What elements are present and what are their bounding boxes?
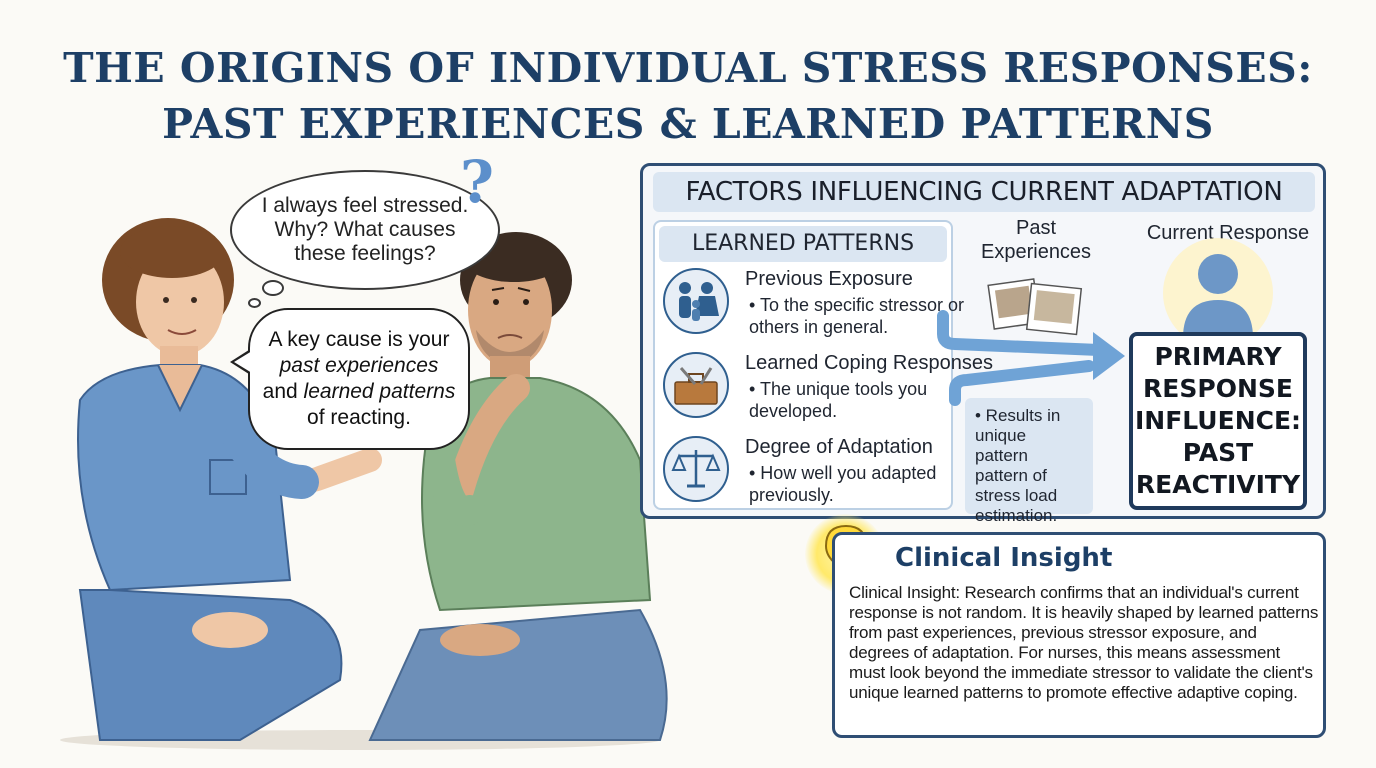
clinical-insight-title: Clinical Insight	[895, 543, 1113, 573]
lp-desc-previous-exposure: • To the specific stressor or others in …	[749, 295, 965, 337]
speech-italic-past-experiences: past experiences	[279, 354, 439, 377]
illustration-scene: I always feel stressed. Why? What causes…	[40, 148, 680, 750]
thought-bubble: I always feel stressed. Why? What causes…	[230, 170, 500, 290]
scales-icon	[663, 436, 729, 502]
results-box: • Results in unique pattern pattern of s…	[965, 398, 1093, 525]
lp-title-previous-exposure: Previous Exposure	[745, 268, 913, 290]
speech-text-2: and	[262, 380, 304, 403]
lp-title-learned-coping: Learned Coping Responses	[745, 352, 993, 374]
lp-desc-learned-coping: • The unique tools you developed.	[749, 379, 928, 421]
patient-face	[468, 252, 552, 368]
speech-text-3: of reacting.	[307, 406, 411, 429]
speech-text-1: A key cause is your	[268, 328, 450, 351]
learned-patterns-box: LEARNED PATTERNS Previous Exposure • To …	[653, 220, 993, 510]
lp-desc-degree-adaptation: • How well you adapted previously.	[749, 463, 937, 505]
factors-header: FACTORS INFLUENCING CURRENT ADAPTATION	[653, 172, 1315, 212]
patient-hand-on-neck	[446, 374, 530, 504]
patient-figure	[368, 232, 668, 741]
speech-italic-learned-patterns: learned patterns	[303, 380, 456, 403]
speech-bubble-tail-inner	[234, 351, 252, 373]
past-experiences-label: Past Experiences	[981, 217, 1092, 263]
current-response-label: Current Response	[1146, 222, 1310, 244]
clinical-insight-body: Clinical Insight: Research confirms that…	[849, 583, 1319, 702]
title-line-1: THE ORIGINS OF INDIVIDUAL STRESS RESPONS…	[63, 44, 1313, 92]
clinical-insight-box: Clinical Insight Clinical Insight: Resea…	[832, 532, 1326, 738]
lp-title-degree-adaptation: Degree of Adaptation	[745, 436, 933, 458]
family-icon	[663, 268, 729, 334]
page-title: THE ORIGINS OF INDIVIDUAL STRESS RESPONS…	[0, 40, 1376, 152]
thought-dot-small	[248, 298, 261, 308]
primary-response-box: PRIMARY RESPONSE INFLUENCE: PAST REACTIV…	[1129, 332, 1307, 510]
toolbox-icon	[663, 352, 729, 418]
factors-panel: FACTORS INFLUENCING CURRENT ADAPTATION L…	[640, 163, 1326, 525]
question-mark-icon: ?	[460, 148, 494, 216]
thought-dot-large	[262, 280, 284, 296]
patient-jeans	[368, 608, 668, 741]
title-line-2: PAST EXPERIENCES & LEARNED PATTERNS	[162, 100, 1214, 148]
people-illustration	[60, 218, 668, 750]
person-silhouette-icon	[1163, 238, 1273, 338]
flow-arrows	[937, 310, 1125, 406]
photos-icon	[987, 278, 1083, 336]
learned-patterns-header: LEARNED PATTERNS	[659, 226, 947, 262]
nurse-pants	[78, 589, 343, 741]
nurse-figure	[77, 218, 382, 741]
speech-bubble: A key cause is your past experiences and…	[248, 308, 470, 450]
